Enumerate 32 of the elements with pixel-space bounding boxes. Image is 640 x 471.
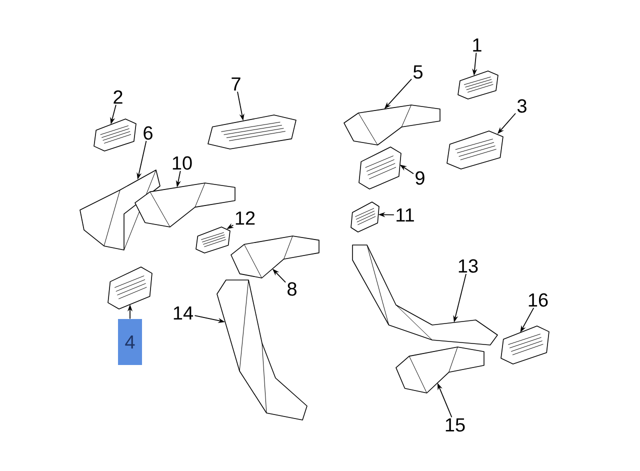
duct-drawing: [216, 280, 308, 420]
duct-drawing: [80, 170, 160, 250]
callout-number: 11: [396, 208, 414, 222]
vent-drawing: [500, 326, 550, 364]
callout-number: 16: [528, 293, 548, 307]
vent-drawing: [108, 266, 152, 310]
callout-number: 5: [413, 65, 422, 79]
vent-drawing: [358, 146, 402, 190]
callout-number: 6: [144, 126, 152, 140]
callout-number: 2: [114, 90, 122, 104]
callout-number: 3: [517, 99, 526, 113]
vent-drawing: [196, 226, 230, 254]
callout-number: 12: [236, 211, 255, 225]
vent-drawing: [446, 130, 504, 170]
duct-drawing: [344, 104, 440, 146]
callout-number: 1: [473, 38, 482, 52]
vent-drawing: [208, 114, 296, 150]
highlighted-callout-number: 4: [118, 319, 142, 365]
callout-number: 7: [232, 77, 240, 91]
callout-number: 13: [458, 259, 478, 273]
duct-drawing: [230, 236, 320, 278]
callout-number: 8: [288, 282, 296, 296]
duct-drawing: [352, 244, 498, 346]
duct-drawing: [396, 346, 484, 394]
vent-drawing: [458, 70, 498, 100]
duct-drawing: [134, 182, 236, 228]
callout-number: 15: [446, 418, 465, 432]
callout-number: 14: [174, 306, 193, 320]
vent-drawing: [94, 118, 136, 152]
callout-number: 10: [172, 156, 192, 170]
vent-drawing: [350, 202, 380, 232]
callout-number: 9: [416, 171, 424, 185]
